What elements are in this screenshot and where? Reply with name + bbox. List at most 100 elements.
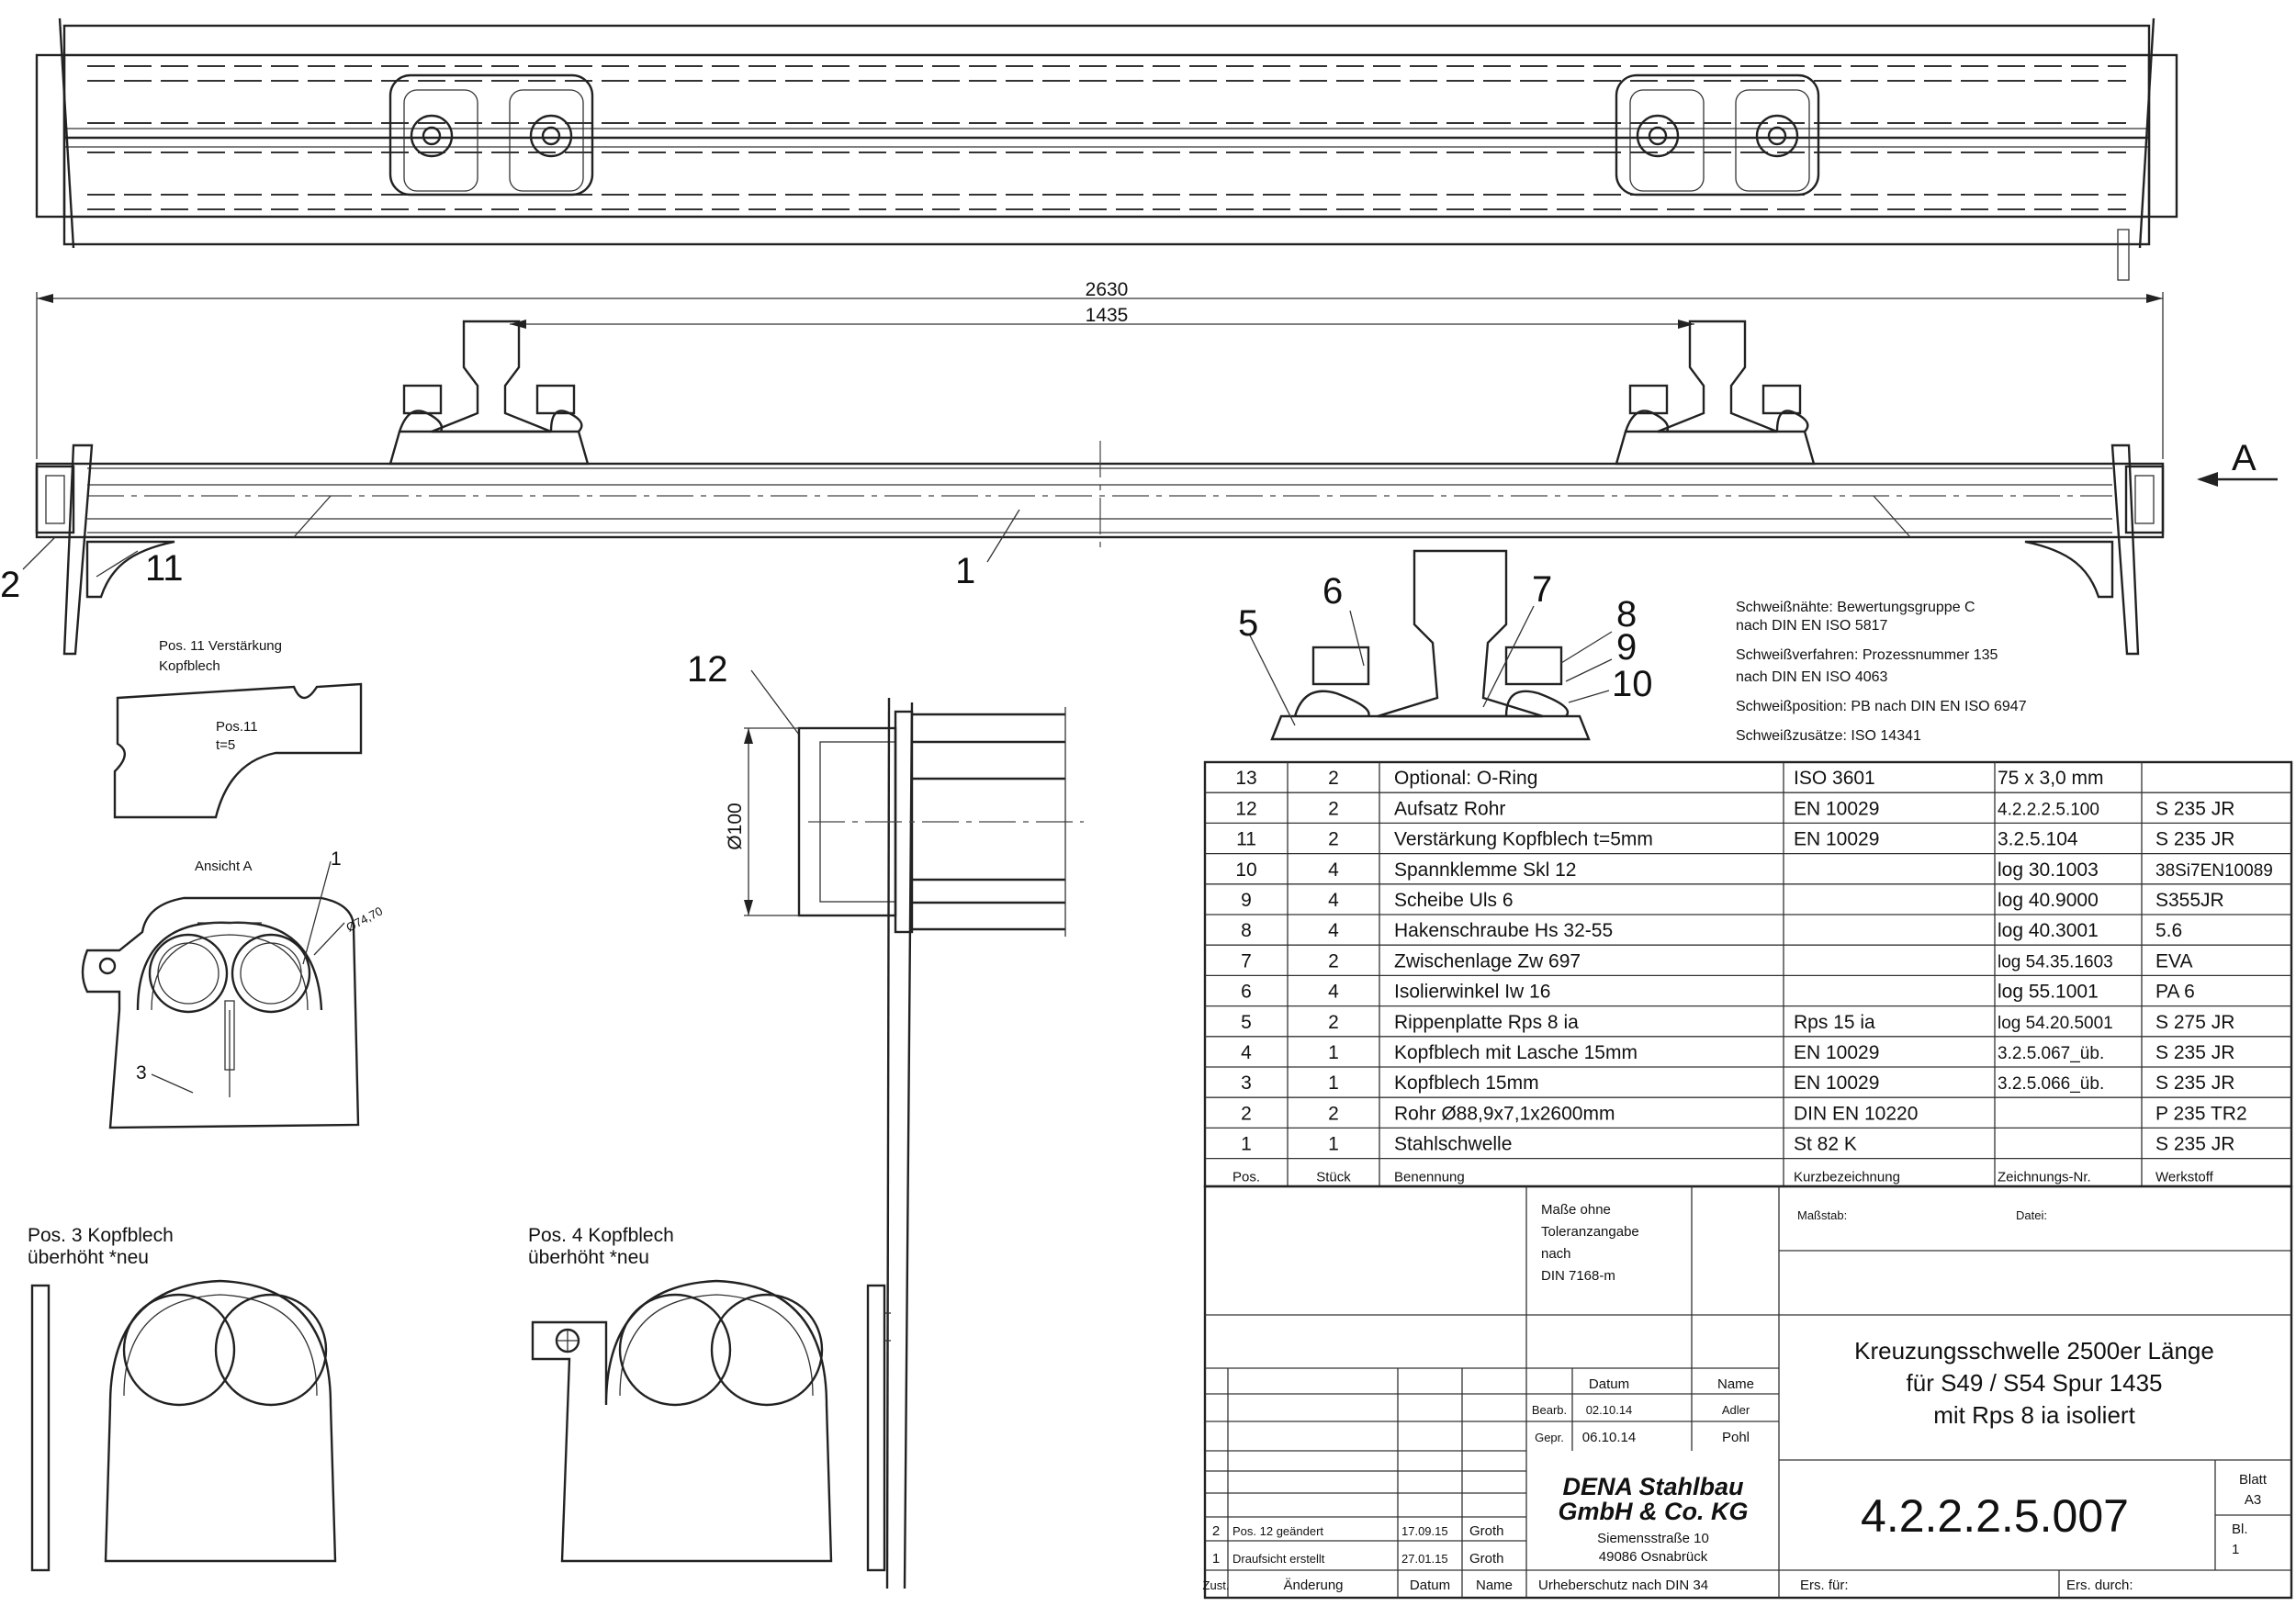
rev1-date: 27.01.15 [1401, 1552, 1448, 1566]
pos4-title-line2: überhöht *neu [528, 1247, 649, 1268]
bom-cell-name: Isolierwinkel Iw 16 [1394, 982, 1550, 1003]
pos3-title-line2: überhöht *neu [28, 1247, 149, 1268]
bearb-date: 02.10.14 [1586, 1403, 1633, 1417]
pos11-inner-line1: Pos.11 [216, 719, 258, 735]
top-view [35, 17, 2178, 281]
bom-cell-dwg: log 40.9000 [1998, 890, 2099, 911]
bom-cell-mat: 5.6 [2155, 920, 2182, 941]
side-rail-left [388, 320, 590, 466]
bom-cell-dwg: 3.2.5.104 [1998, 829, 2078, 850]
weld-note-6: Schweißzusätze: ISO 14341 [1736, 728, 1921, 744]
bom-cell-name: Aufsatz Rohr [1394, 798, 1505, 819]
ansicht-label: Ansicht A [195, 859, 253, 874]
ers-fuer: Ers. für: [1800, 1578, 1849, 1593]
rail-fastening-detail: 5 6 7 8 9 10 [1238, 549, 1653, 741]
pos11-title-line1: Pos. 11 Verstärkung [159, 638, 282, 654]
pos4-title-line1: Pos. 4 Kopfblech [528, 1225, 674, 1246]
callout-10: 10 [1612, 664, 1653, 704]
tolerance-line1: Maße ohne [1541, 1202, 1611, 1218]
bom-cell-pos: 3 [1241, 1073, 1252, 1094]
callout-2: 2 [0, 565, 20, 605]
weld-note-1: Schweißnähte: Bewertungsgruppe C [1736, 600, 1975, 615]
date-header: Datum [1589, 1376, 1629, 1392]
callout-8: 8 [1616, 594, 1637, 635]
bom-cell-mat: S 235 JR [2155, 798, 2234, 819]
bom-cell-dwg: 3.2.5.067_üb. [1998, 1044, 2104, 1063]
gepr-date: 06.10.14 [1582, 1430, 1636, 1445]
callout-7: 7 [1532, 569, 1552, 610]
bom-cell-pos: 1 [1241, 1134, 1252, 1155]
bom-cell-pos: 9 [1241, 890, 1252, 911]
name-header: Name [1717, 1376, 1754, 1392]
weld-note-2: nach DIN EN ISO 5817 [1736, 618, 1888, 634]
gepr-label: Gepr. [1535, 1431, 1564, 1444]
callout-12: 12 [687, 649, 728, 690]
title-block: Maße ohne Toleranzangabe nach DIN 7168-m… [1203, 1185, 2293, 1600]
dim-overall: 2630 [1086, 279, 1129, 300]
rev2-date: 17.09.15 [1401, 1524, 1448, 1538]
bom-cell-mat: S 235 JR [2155, 1042, 2234, 1063]
ers-durch: Ers. durch: [2066, 1578, 2133, 1593]
bom-cell-name: Zwischenlage Zw 697 [1394, 950, 1581, 971]
bom-header-pos: Pos. [1232, 1170, 1260, 1185]
bl-label: Bl. [2232, 1522, 2248, 1537]
bom-cell-name: Rippenplatte Rps 8 ia [1394, 1012, 1579, 1033]
callout-6: 6 [1322, 571, 1343, 612]
callout-5: 5 [1238, 603, 1258, 644]
bom-header-std: Kurzbezeichnung [1794, 1170, 1900, 1185]
bom-cell-pos: 13 [1235, 768, 1256, 789]
bom-cell-name: Optional: O-Ring [1394, 768, 1537, 789]
bom-header-name: Benennung [1394, 1170, 1465, 1185]
bom-cell-std: EN 10029 [1794, 1073, 1879, 1094]
title-line1: Kreuzungsschwelle 2500er Länge [1854, 1337, 2214, 1365]
aenderung-label: Änderung [1283, 1578, 1343, 1593]
bom-cell-pos: 12 [1235, 798, 1256, 819]
bom-cell-std: St 82 K [1794, 1134, 1857, 1155]
rev1-zust: 1 [1212, 1551, 1220, 1567]
bom-header-qty: Stück [1316, 1170, 1351, 1185]
bearb-label: Bearb. [1532, 1403, 1567, 1417]
address-line2: 49086 Osnabrück [1599, 1549, 1708, 1565]
callout-9: 9 [1616, 627, 1637, 668]
bom-cell-dwg: 4.2.2.2.5.100 [1998, 800, 2099, 819]
bom-cell-name: Stahlschwelle [1394, 1134, 1512, 1155]
dimension-lines: 2630 1435 [36, 279, 2164, 459]
gepr-name: Pohl [1722, 1430, 1750, 1445]
bom-cell-std: DIN EN 10220 [1794, 1103, 1918, 1124]
ring-dim: Ø74,70 [343, 904, 385, 934]
bom-cell-name: Scheibe Uls 6 [1394, 890, 1514, 911]
tolerance-line4: DIN 7168-m [1541, 1268, 1615, 1284]
callout-1: 1 [955, 551, 975, 591]
bom-cell-mat: P 235 TR2 [2155, 1103, 2247, 1124]
tolerance-line2: Toleranzangabe [1541, 1224, 1639, 1240]
blatt-label: Blatt [2239, 1472, 2268, 1488]
bom-cell-qty: 2 [1328, 798, 1339, 819]
company-line1: DENA Stahlbau [1562, 1473, 1744, 1500]
bom-cell-mat: PA 6 [2155, 982, 2195, 1003]
bom-cell-std: EN 10029 [1794, 798, 1879, 819]
zust-label: Zust. [1203, 1578, 1230, 1592]
bom-cell-qty: 4 [1328, 982, 1339, 1003]
bom-cell-mat: 38Si7EN10089 [2155, 861, 2273, 881]
weld-note-5: Schweißposition: PB nach DIN EN ISO 6947 [1736, 699, 2027, 714]
name-label: Name [1476, 1578, 1513, 1593]
top-clamp-2 [1615, 73, 1820, 197]
bom-cell-mat: S355JR [2155, 890, 2224, 911]
file-label: Datei: [2016, 1208, 2047, 1222]
bom-cell-qty: 1 [1328, 1134, 1339, 1155]
rev2-name: Groth [1469, 1523, 1504, 1539]
callout-ansicht-1: 1 [331, 848, 342, 870]
bom-cell-dwg: 3.2.5.066_üb. [1998, 1074, 2104, 1094]
bom-cell-pos: 2 [1241, 1103, 1252, 1124]
bom-cell-dwg: log 30.1003 [1998, 859, 2099, 881]
title-line3: mit Rps 8 ia isoliert [1933, 1401, 2135, 1429]
tolerance-line3: nach [1541, 1246, 1571, 1262]
pos11-title-line2: Kopfblech [159, 658, 220, 674]
copyright: Urheberschutz nach DIN 34 [1538, 1578, 1708, 1593]
blatt-value: A3 [2245, 1492, 2261, 1508]
weld-note-4: nach DIN EN ISO 4063 [1736, 669, 1888, 685]
bom-cell-std: EN 10029 [1794, 829, 1879, 850]
bom-cell-qty: 2 [1328, 1012, 1339, 1033]
